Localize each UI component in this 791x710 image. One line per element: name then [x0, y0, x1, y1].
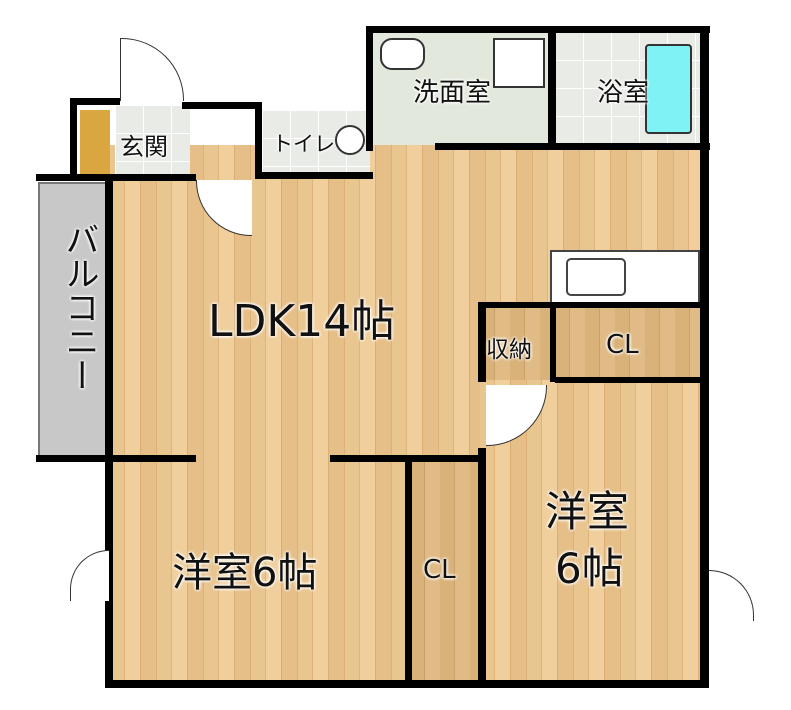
wall [478, 302, 708, 308]
bath-label: 浴室 [597, 78, 650, 108]
wall [70, 98, 77, 180]
entrance-floor [115, 105, 190, 175]
wall [255, 105, 262, 177]
window-right[interactable] [709, 570, 754, 621]
balcony-label: バルコニー [59, 222, 99, 392]
toilet-floor [262, 110, 370, 175]
wall [478, 448, 486, 683]
storage-label: 収納 [486, 337, 532, 363]
toilet-bowl [335, 125, 365, 155]
western-left-label: 洋室6帖 [172, 550, 318, 596]
ldk-floor-lower [110, 300, 480, 458]
wall [405, 458, 412, 683]
wall [36, 455, 196, 462]
bathtub [645, 44, 692, 134]
wall [366, 26, 373, 151]
wall [182, 102, 262, 109]
wall [255, 172, 373, 179]
ldk-label: LDK14帖 [208, 296, 396, 347]
wall [105, 174, 113, 686]
closet-top-label: CL [606, 330, 639, 360]
closet-left-floor [410, 458, 482, 680]
wall [555, 377, 705, 383]
kitchen-sink [566, 258, 626, 296]
window-left[interactable] [70, 550, 109, 601]
western-right-label: 洋室 [545, 487, 630, 536]
wall [550, 302, 556, 382]
wall [435, 143, 710, 150]
wall [700, 26, 709, 686]
western-right-size: 6帖 [555, 544, 624, 593]
wall [366, 26, 710, 33]
entrance-label: 玄関 [120, 133, 168, 161]
washing-machine-space [493, 38, 545, 88]
wall [105, 680, 709, 688]
washbasin [380, 38, 425, 70]
wall [478, 302, 486, 382]
closet-top-floor [555, 305, 700, 380]
entrance-door[interactable] [120, 38, 184, 101]
wall [548, 26, 556, 146]
closet-left-label: CL [423, 555, 456, 585]
wall [70, 98, 120, 105]
wall [36, 174, 196, 181]
storage-floor [480, 305, 555, 380]
toilet-label: トイレ [272, 132, 335, 156]
western-left-floor [110, 458, 410, 680]
shoe-cabinet [80, 110, 110, 175]
washroom-label: 洗面室 [413, 78, 492, 108]
